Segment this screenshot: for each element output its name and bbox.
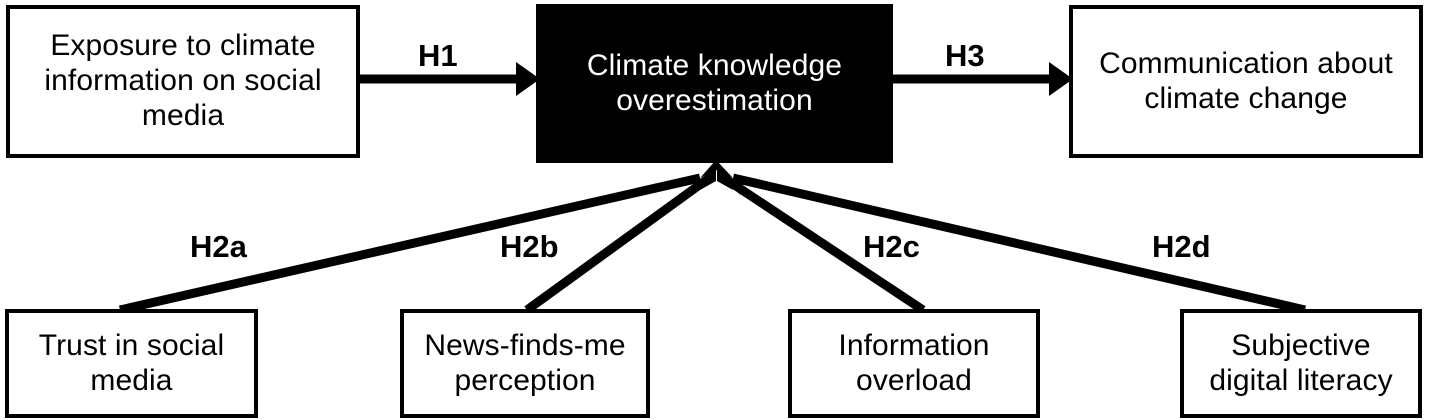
node-communication-about-climate-change[interactable]: Communication about climate change bbox=[1069, 5, 1423, 158]
edge-h1 bbox=[360, 62, 540, 96]
hypothesis-label-h2c: H2c bbox=[863, 229, 920, 264]
node-news-finds-me-label: News-finds-me perception bbox=[424, 328, 626, 397]
node-exposure-label: Exposure to climate information on socia… bbox=[44, 29, 322, 132]
hypothesis-label-h1: H1 bbox=[418, 38, 458, 73]
hypothesis-label-h2b: H2b bbox=[500, 229, 559, 264]
hypothesis-label-h2a: H2a bbox=[190, 229, 247, 264]
hypothesis-label-h2d: H2d bbox=[1152, 229, 1211, 264]
edge-h2a-line bbox=[119, 173, 701, 315]
edge-h2d-line bbox=[731, 173, 1307, 315]
node-climate-knowledge-overestimation[interactable]: Climate knowledge overestimation bbox=[536, 4, 893, 163]
edge-h1-arrowhead-icon bbox=[516, 62, 540, 96]
node-overestimation-label: Climate knowledge overestimation bbox=[586, 48, 843, 117]
node-exposure-to-climate-information[interactable]: Exposure to climate information on socia… bbox=[6, 5, 360, 158]
edge-h2c-line bbox=[721, 174, 926, 314]
hypothesis-label-h3: H3 bbox=[945, 38, 985, 73]
node-subjective-digital-literacy[interactable]: Subjective digital literacy bbox=[1180, 309, 1422, 418]
node-news-finds-me-perception[interactable]: News-finds-me perception bbox=[400, 309, 650, 418]
node-trust-label: Trust in social media bbox=[38, 328, 225, 397]
node-subjective-digital-literacy-label: Subjective digital literacy bbox=[1209, 328, 1393, 397]
edge-h3-arrowhead-icon bbox=[1049, 62, 1073, 96]
edge-h2b-line bbox=[524, 174, 712, 314]
node-information-overload[interactable]: Information overload bbox=[788, 309, 1040, 418]
edge-h3 bbox=[893, 62, 1073, 96]
node-communication-label: Communication about climate change bbox=[1099, 46, 1393, 115]
arrow-convergence-icon bbox=[700, 160, 733, 178]
node-information-overload-label: Information overload bbox=[838, 328, 990, 397]
node-trust-in-social-media[interactable]: Trust in social media bbox=[5, 309, 258, 418]
